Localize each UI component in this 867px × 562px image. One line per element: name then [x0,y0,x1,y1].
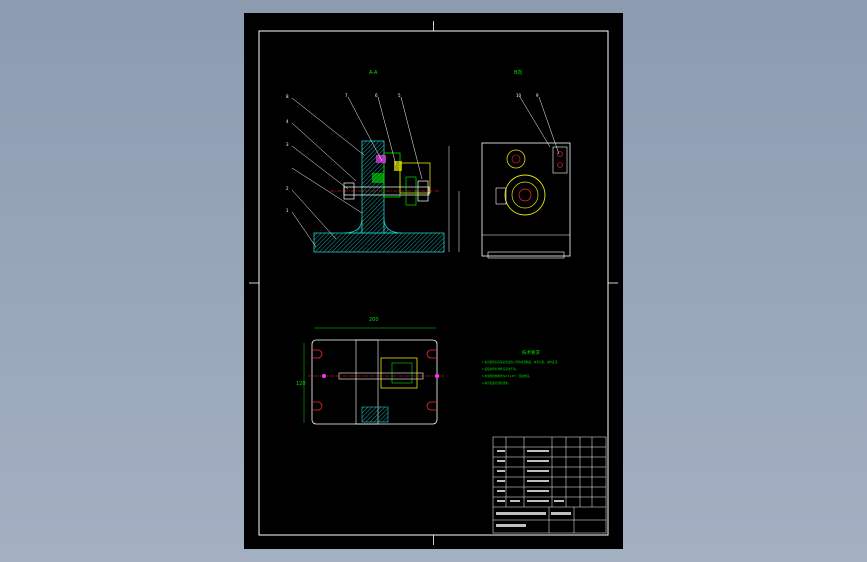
u-slot [426,401,437,411]
top-pin [322,374,326,378]
bushing [372,173,384,183]
drawing-canvas: A-A [249,21,618,545]
nut [417,180,429,202]
callout-number: 8 [286,94,289,99]
clamp-head [383,152,401,198]
top-height-dimension: 120 [296,381,306,387]
side-wheel [511,181,539,209]
side-mount [495,187,507,205]
side-label-plate [552,146,568,174]
callout-number: 7 [345,93,348,98]
side-body [481,142,571,257]
notes-line: 2.装配前所有零件应清洗干净。 [482,367,518,371]
top-view: 200 120 [296,317,444,425]
clamp-jaw [399,162,431,194]
column-fillet [383,217,403,234]
spring [394,161,402,171]
front-view-label: A-A [369,70,378,76]
top-pin [435,374,439,378]
side-hole [557,162,563,168]
side-boss [506,149,526,169]
callout-number: 10 [516,93,522,98]
notes-title: 技术要求 [522,349,540,356]
u-slot [312,349,323,359]
technical-requirements: 技术要求 1.夹具装配后应保证各定位元件的位置精度，夹紧可靠，动作灵活。 2.装… [482,349,560,385]
side-hole [557,151,563,157]
side-view: B向 10 9 [481,69,571,259]
side-boss [511,154,521,164]
callout-leader [538,96,560,155]
callout-number: 1 [286,208,289,213]
top-column [355,339,379,425]
top-width-dimension: 200 [369,317,379,323]
title-block [492,436,607,534]
callout-leader [519,96,551,148]
top-section [361,406,389,423]
side-pad [487,251,565,259]
drawing-border [258,30,609,536]
nut [343,182,355,200]
side-view-label: B向 [514,69,522,76]
washer [405,176,417,206]
front-section-view: A-A [286,70,460,253]
column-fillet [343,217,363,234]
title-block-text-fill [496,450,571,527]
callout-number: 4 [286,119,289,124]
notes-line: 1.夹具装配后应保证各定位元件的位置精度，夹紧可靠，动作灵活。 [482,360,560,364]
callout-number: 3 [286,142,289,147]
callout-number: 2 [286,186,289,191]
notes-line: 3.未注明的倒角均为0.5×45°，锐边倒钝。 [482,374,532,378]
callout-number: 9 [536,93,539,98]
callout-number: 6 [375,93,378,98]
callout-leaders [291,96,423,248]
u-slot [426,349,437,359]
callout-number: 5 [398,93,401,98]
side-wheel [518,188,532,202]
drawing-sheet: A-A [244,13,623,549]
notes-line: 4.夹具表面应涂防锈漆。 [482,381,510,385]
side-wheel [504,174,546,216]
u-slot [312,401,323,411]
